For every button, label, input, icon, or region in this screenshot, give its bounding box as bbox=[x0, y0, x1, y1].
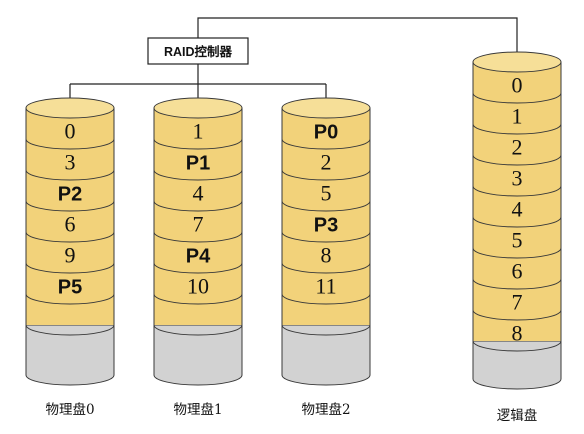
physical-disk-1-side-walls bbox=[153, 108, 243, 325]
physical-disk-1-stripe-separator bbox=[153, 293, 243, 305]
data-block-label: 7 bbox=[512, 290, 523, 315]
physical-disk-0-empty-space bbox=[25, 324, 115, 386]
data-block-label: 11 bbox=[315, 274, 336, 299]
physical-disk-2-side-walls bbox=[281, 108, 371, 325]
data-block-label: 8 bbox=[321, 243, 332, 268]
physical-disk-2-stripe-separator bbox=[281, 262, 371, 274]
parity-block-label: P5 bbox=[58, 277, 82, 299]
parity-block-label: P2 bbox=[58, 184, 82, 206]
logical-disk-stripe-separator bbox=[472, 92, 562, 104]
parity-block-label: P1 bbox=[186, 153, 210, 175]
logical-disk: 0 1 2 3 4 5 6 7 8 逻辑盘 bbox=[472, 51, 562, 424]
data-block-label: 4 bbox=[193, 181, 204, 206]
physical-disk-1-stripe-separator bbox=[153, 138, 243, 150]
physical-disk-0-body bbox=[26, 108, 114, 325]
physical-disk-1-stripe-separator bbox=[153, 324, 243, 336]
data-block-label: 6 bbox=[512, 259, 523, 284]
data-block-label: 5 bbox=[321, 181, 332, 206]
physical-disk-0-side-walls bbox=[25, 108, 115, 325]
physical-disk-2-label: 物理盘2 bbox=[301, 401, 350, 418]
logical-disk-stripe-separator bbox=[472, 154, 562, 166]
physical-disk-1: 1P1 4 7P4 10 物理盘1 bbox=[153, 97, 243, 418]
parity-block-label: P3 bbox=[314, 215, 338, 237]
data-block-label: 2 bbox=[321, 150, 332, 175]
physical-disk-2-empty-space bbox=[281, 324, 371, 386]
physical-disk-2: P0 2 5P3 8 11 物理盘2 bbox=[281, 97, 371, 418]
data-block-label: 6 bbox=[65, 212, 76, 237]
data-block-label: 10 bbox=[187, 274, 209, 299]
logical-disk-top bbox=[472, 51, 562, 73]
logical-disk-stripe-separator bbox=[472, 340, 562, 352]
physical-disk-0-stripe-separator bbox=[25, 200, 115, 212]
physical-disk-2-stripe-separator bbox=[281, 169, 371, 181]
raid-controller: RAID控制器 bbox=[147, 37, 249, 65]
physical-disk-0-stripe-separator bbox=[25, 138, 115, 150]
logical-disk-stripe-separator bbox=[472, 123, 562, 135]
data-block-label: 8 bbox=[512, 321, 523, 346]
logical-disk-stripe-separator bbox=[472, 216, 562, 228]
physical-disk-2-stripe-separator bbox=[281, 231, 371, 243]
physical-disk-2-stripe-separator bbox=[281, 200, 371, 212]
disk-cylinders: 03P269P5物理盘01P147P410物理盘1P025P3811物理盘201… bbox=[25, 51, 562, 424]
physical-disk-2-top bbox=[281, 97, 371, 119]
physical-disk-2-body bbox=[282, 108, 370, 325]
physical-disk-1-stripe-separator bbox=[153, 169, 243, 181]
data-block-label: 5 bbox=[512, 228, 523, 253]
logical-disk-stripe-separator bbox=[472, 309, 562, 321]
raid-controller-box bbox=[147, 37, 249, 65]
data-block-label: 0 bbox=[65, 119, 76, 144]
physical-disk-1-stripe-separator bbox=[153, 262, 243, 274]
logical-disk-stripe-separator bbox=[472, 247, 562, 259]
data-block-label: 3 bbox=[65, 150, 76, 175]
physical-disk-2-stripe-separator bbox=[281, 138, 371, 150]
physical-disk-0-stripe-separator bbox=[25, 262, 115, 274]
physical-disk-1-stripe-separator bbox=[153, 200, 243, 212]
data-block-label: 1 bbox=[512, 104, 523, 129]
data-block-label: 2 bbox=[512, 135, 523, 160]
physical-disk-1-stripe-separator bbox=[153, 231, 243, 243]
physical-disk-0: 0 3P2 6 9P5 物理盘0 bbox=[25, 97, 115, 418]
logical-disk-label: 逻辑盘 bbox=[497, 407, 538, 424]
connection-wires bbox=[69, 17, 518, 108]
parity-block-label: P4 bbox=[186, 246, 211, 268]
physical-disk-0-stripe-separator bbox=[25, 324, 115, 336]
wire-controller-to-logical bbox=[197, 17, 518, 58]
physical-disk-1-empty-space bbox=[153, 324, 243, 386]
data-block-label: 1 bbox=[193, 119, 204, 144]
physical-disk-0-label: 物理盘0 bbox=[45, 401, 94, 418]
raid-controller-label: RAID控制器 bbox=[164, 44, 233, 59]
data-block-label: 7 bbox=[193, 212, 204, 237]
physical-disk-2-stripe-separator bbox=[281, 293, 371, 305]
parity-block-label: P0 bbox=[314, 122, 338, 144]
data-block-label: 9 bbox=[65, 243, 76, 268]
logical-disk-empty-space bbox=[472, 340, 562, 390]
physical-disk-1-label: 物理盘1 bbox=[173, 401, 222, 418]
wire-controller-bus bbox=[70, 64, 326, 85]
physical-disk-0-stripe-separator bbox=[25, 231, 115, 243]
physical-disk-0-top bbox=[25, 97, 115, 119]
physical-disk-1-body bbox=[154, 108, 242, 325]
physical-disk-0-stripe-separator bbox=[25, 169, 115, 181]
logical-disk-stripe-separator bbox=[472, 185, 562, 197]
physical-disk-1-top bbox=[153, 97, 243, 119]
physical-disk-2-stripe-separator bbox=[281, 324, 371, 336]
data-block-label: 0 bbox=[512, 73, 523, 98]
logical-disk-side-walls bbox=[472, 62, 562, 341]
physical-disk-0-stripe-separator bbox=[25, 293, 115, 305]
logical-disk-stripe-separator bbox=[472, 278, 562, 290]
data-block-label: 4 bbox=[512, 197, 523, 222]
data-block-label: 3 bbox=[512, 166, 523, 191]
logical-disk-body bbox=[473, 62, 561, 341]
